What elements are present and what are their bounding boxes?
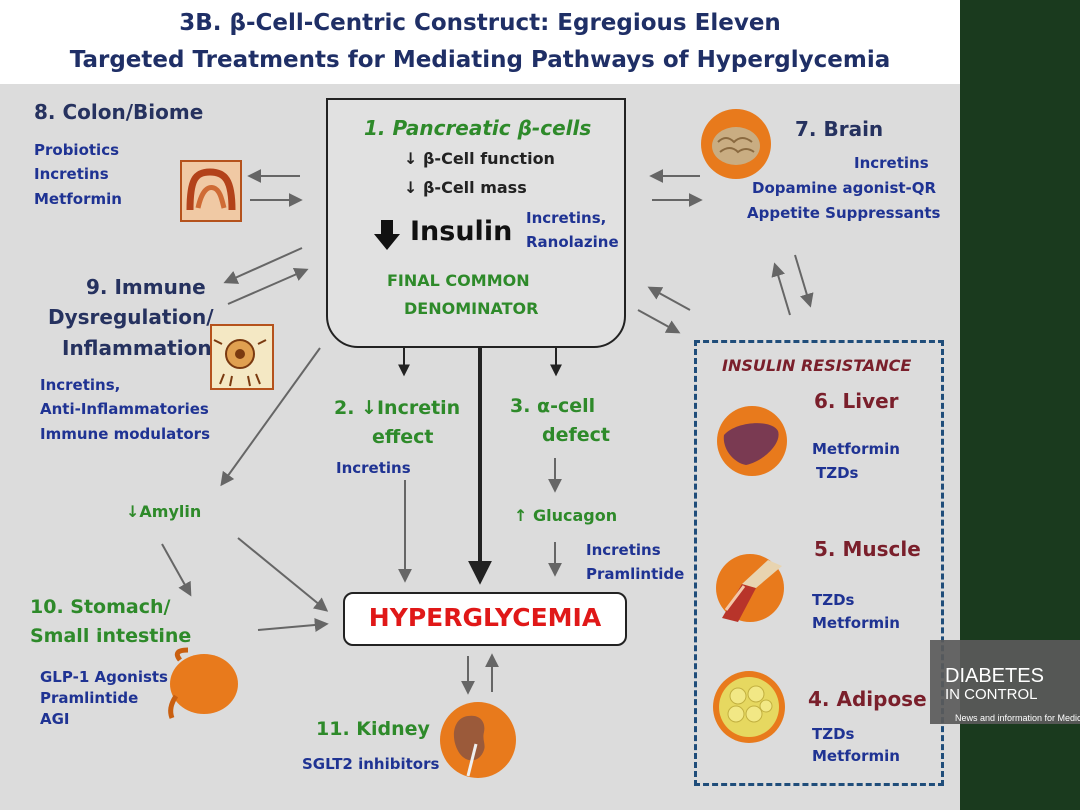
stomach-icon <box>168 647 238 719</box>
brain-icon <box>701 109 771 179</box>
adipose-heading: 4. Adipose <box>808 687 927 711</box>
brain-heading: 7. Brain <box>795 117 884 141</box>
stomach-heading-2: Small intestine <box>30 625 192 647</box>
slide-subtitle: Targeted Treatments for Mediating Pathwa… <box>69 47 891 73</box>
insulin-resistance-heading: INSULIN RESISTANCE <box>722 356 912 375</box>
pancreatic-beta-cells-box <box>326 98 626 348</box>
liver-treatment-2: TZDs <box>816 464 859 482</box>
muscle-icon <box>716 554 784 622</box>
muscle-treatment-2: Metformin <box>812 614 900 632</box>
immune-heading-3: Inflammation <box>62 336 212 360</box>
colon-treatment-2: Incretins <box>34 165 109 183</box>
kidney-treatment: SGLT2 inhibitors <box>302 755 440 773</box>
kidney-heading: 11. Kidney <box>316 718 430 740</box>
beta-cell-mass: ↓ β-Cell mass <box>404 178 527 197</box>
hyperglycemia-label: HYPERGLYCEMIA <box>368 603 602 632</box>
logo-text-2: IN CONTROL <box>945 686 1038 703</box>
stomach-heading-1: 10. Stomach/ <box>30 596 171 618</box>
arrow-amylin-to-hyper <box>237 537 329 612</box>
alpha-treatment-2: Pramlintide <box>586 565 685 583</box>
brain-treatment-3: Appetite Suppressants <box>747 204 941 222</box>
immune-treatment-1: Incretins, <box>40 376 121 394</box>
arrow-brain-to-ir <box>794 254 814 308</box>
stomach-treatment-1: GLP-1 Agonists <box>40 668 168 686</box>
muscle-heading: 5. Muscle <box>814 537 921 561</box>
incretin-treatment: Incretins <box>336 459 411 477</box>
arrow-amylin-to-stomach <box>161 543 192 597</box>
colon-treatment-1: Probiotics <box>34 141 120 159</box>
hyperglycemia-box <box>343 592 627 646</box>
arrow-ir-to-brain <box>771 262 791 316</box>
beta-cell-function: ↓ β-Cell function <box>404 149 555 168</box>
immune-treatment-3: Immune modulators <box>40 425 211 443</box>
colon-heading: 8. Colon/Biome <box>34 100 204 124</box>
connector-arrows <box>161 169 814 695</box>
colon-icon <box>180 160 242 222</box>
diabetes-in-control-logo <box>930 640 1080 724</box>
insulin-label: Insulin <box>410 216 513 247</box>
arrow-from-ir <box>647 286 691 311</box>
arrow-to-ir <box>637 309 681 334</box>
colon-treatment-3: Metformin <box>34 190 122 208</box>
arrow-to-immune <box>223 247 303 284</box>
stomach-treatment-3: AGI <box>40 710 70 728</box>
glucagon-label: ↑ Glucagon <box>514 506 618 525</box>
incretin-heading-2: effect <box>372 426 434 448</box>
insulin-resistance-box <box>694 340 944 786</box>
adipose-treatment-2: Metformin <box>812 747 900 765</box>
slide: 3B. β-Cell-Centric Construct: Egregious … <box>0 0 960 810</box>
alpha-cell-heading-2: defect <box>542 424 610 446</box>
liver-heading: 6. Liver <box>814 389 899 413</box>
denominator-label: DENOMINATOR <box>404 299 539 318</box>
kidney-icon <box>440 702 516 778</box>
liver-icon <box>717 406 787 476</box>
arrow-from-immune <box>227 268 309 305</box>
slide-title: 3B. β-Cell-Centric Construct: Egregious … <box>179 10 781 36</box>
adipose-icon <box>713 671 785 743</box>
title-bar <box>0 0 960 84</box>
insulin-treatment-1: Incretins, <box>526 209 607 227</box>
brain-treatment-1: Incretins <box>854 154 929 172</box>
amylin-label: ↓Amylin <box>126 502 202 521</box>
logo-tagline: News and information for Medical <box>955 713 1080 723</box>
down-arrow-icon <box>374 220 400 250</box>
immune-heading-2: Dysregulation/ <box>48 305 214 329</box>
alpha-treatment-1: Incretins <box>586 541 661 559</box>
arrow-to-amylin <box>220 347 321 487</box>
insulin-treatment-2: Ranolazine <box>526 233 619 251</box>
liver-treatment-1: Metformin <box>812 440 900 458</box>
final-common-label: FINAL COMMON <box>387 271 530 290</box>
immune-treatment-2: Anti-Inflammatories <box>40 400 209 418</box>
alpha-cell-heading-1: 3. α-cell <box>510 395 596 417</box>
logo-text-1: DIABETES <box>945 665 1044 687</box>
stomach-treatment-2: Pramlintide <box>40 689 139 707</box>
immune-cell-icon <box>210 324 274 390</box>
brain-treatment-2: Dopamine agonist-QR <box>752 179 937 197</box>
incretin-heading-1: 2. ↓Incretin <box>334 397 461 419</box>
immune-heading-1: 9. Immune <box>86 275 206 299</box>
adipose-treatment-1: TZDs <box>812 725 855 743</box>
arrow-stomach-to-hyper <box>257 618 329 632</box>
beta-cells-heading: 1. Pancreatic β-cells <box>364 116 592 140</box>
muscle-treatment-1: TZDs <box>812 591 855 609</box>
